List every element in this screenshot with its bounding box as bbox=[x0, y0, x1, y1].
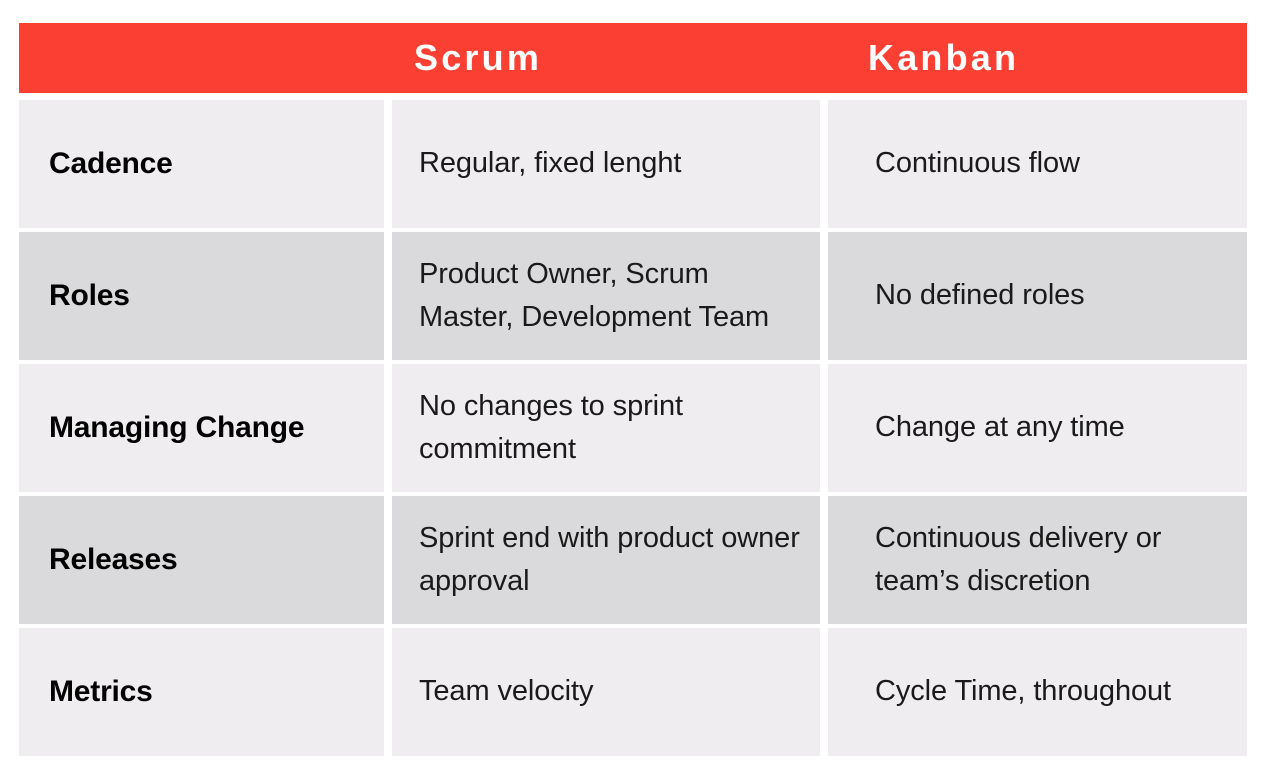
table-row: Roles Product Owner, Scrum Master, Devel… bbox=[19, 232, 1247, 360]
row-label-releases: Releases bbox=[49, 542, 178, 576]
row-scrum-cell-metrics: Team velocity bbox=[392, 628, 820, 756]
row-kanban-cell-metrics: Cycle Time, throughout bbox=[828, 628, 1247, 756]
row-label-roles: Roles bbox=[49, 278, 130, 312]
row-label-managing-change: Managing Change bbox=[49, 410, 305, 444]
row-value-kanban-cadence: Continuous flow bbox=[875, 147, 1080, 180]
row-scrum-cell-releases: Sprint end with product owner approval bbox=[392, 496, 820, 624]
scrum-kanban-comparison-table: Scrum Kanban Cadence Regular, fixed leng… bbox=[19, 23, 1247, 756]
row-kanban-cell-releases: Continuous delivery or team’s discretion bbox=[828, 496, 1247, 624]
header-label-scrum: Scrum bbox=[414, 37, 543, 78]
row-value-scrum-releases: Sprint end with product owner approval bbox=[419, 521, 800, 598]
row-value-kanban-roles: No defined roles bbox=[875, 279, 1085, 312]
row-scrum-cell-cadence: Regular, fixed lenght bbox=[392, 100, 820, 228]
row-value-kanban-metrics: Cycle Time, throughout bbox=[875, 675, 1171, 708]
header-label-kanban: Kanban bbox=[868, 37, 1020, 78]
row-scrum-cell-managing-change: No changes to sprint commitment bbox=[392, 364, 820, 492]
row-value-scrum-cadence: Regular, fixed lenght bbox=[419, 147, 682, 180]
row-label-cadence: Cadence bbox=[49, 146, 173, 180]
row-kanban-cell-roles: No defined roles bbox=[828, 232, 1247, 360]
row-label-cell-metrics: Metrics bbox=[19, 628, 384, 756]
row-value-scrum-metrics: Team velocity bbox=[419, 675, 594, 708]
row-value-kanban-managing-change: Change at any time bbox=[875, 411, 1125, 444]
table-row: Cadence Regular, fixed lenght Continuous… bbox=[19, 100, 1247, 228]
row-value-scrum-managing-change: No changes to sprint commitment bbox=[419, 389, 683, 466]
table-header-row: Scrum Kanban bbox=[19, 23, 1247, 93]
table-row: Managing Change No changes to sprint com… bbox=[19, 364, 1247, 492]
table-row: Releases Sprint end with product owner a… bbox=[19, 496, 1247, 624]
header-cell-blank bbox=[19, 23, 392, 93]
row-value-kanban-releases: Continuous delivery or team’s discretion bbox=[875, 521, 1162, 598]
table-row: Metrics Team velocity Cycle Time, throug… bbox=[19, 628, 1247, 756]
row-scrum-cell-roles: Product Owner, Scrum Master, Development… bbox=[392, 232, 820, 360]
row-label-cell-managing-change: Managing Change bbox=[19, 364, 384, 492]
row-label-cell-releases: Releases bbox=[19, 496, 384, 624]
row-value-scrum-roles: Product Owner, Scrum Master, Development… bbox=[419, 257, 770, 334]
row-kanban-cell-managing-change: Change at any time bbox=[828, 364, 1247, 492]
row-label-cell-cadence: Cadence bbox=[19, 100, 384, 228]
row-label-cell-roles: Roles bbox=[19, 232, 384, 360]
row-kanban-cell-cadence: Continuous flow bbox=[828, 100, 1247, 228]
header-cell-kanban: Kanban bbox=[821, 23, 1247, 93]
table-body: Cadence Regular, fixed lenght Continuous… bbox=[19, 100, 1247, 756]
header-cell-scrum: Scrum bbox=[392, 23, 821, 93]
row-label-metrics: Metrics bbox=[49, 674, 153, 708]
